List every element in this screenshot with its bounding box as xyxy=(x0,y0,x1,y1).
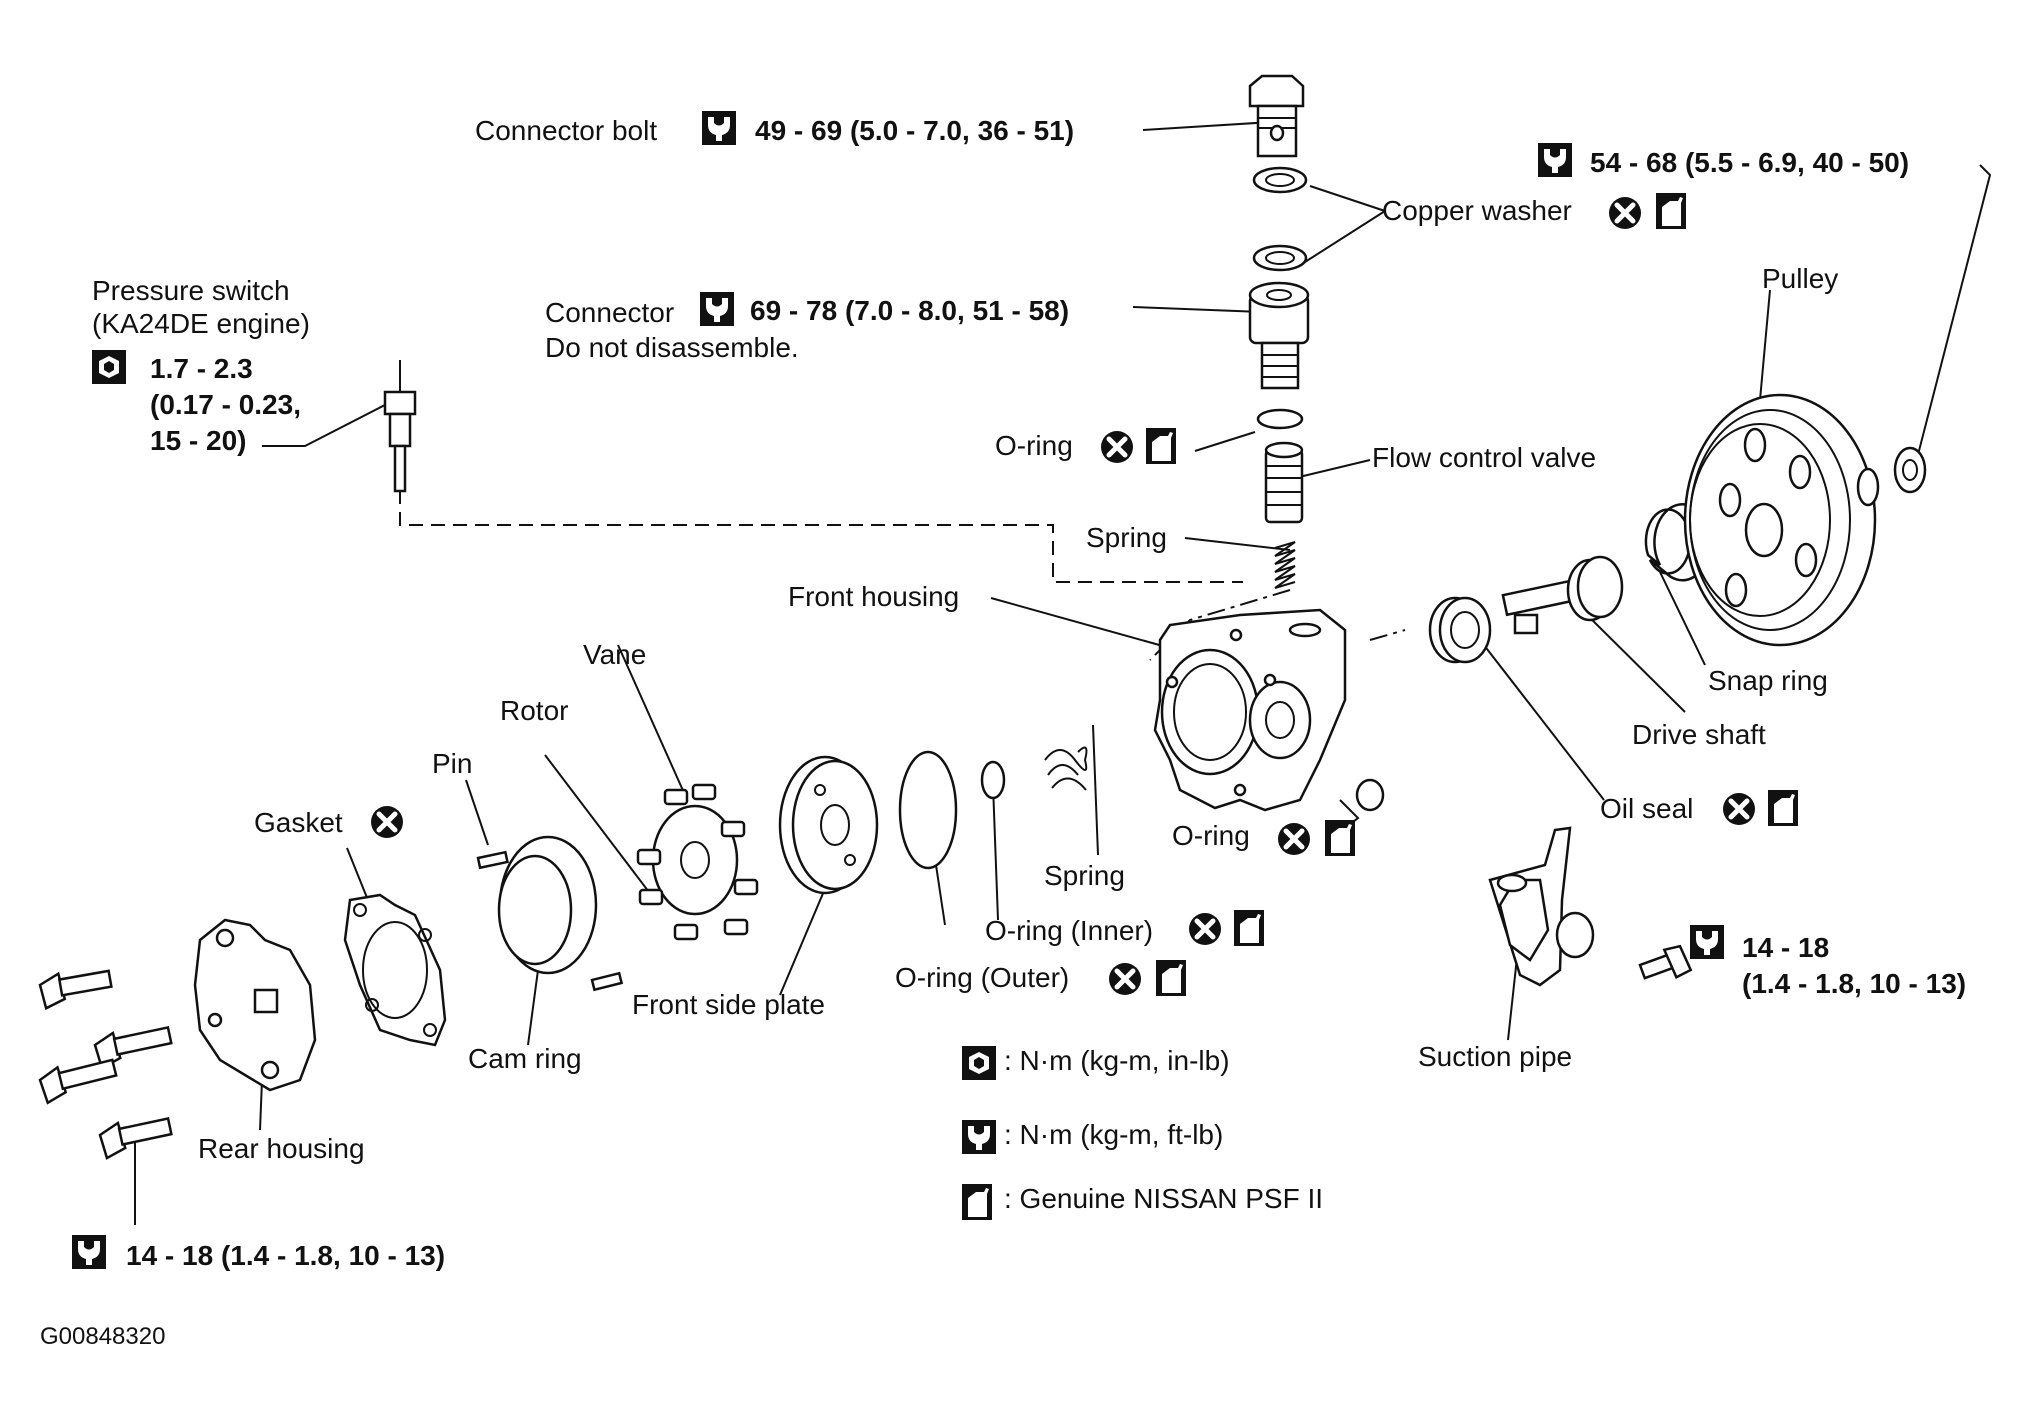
pressure-switch-label: Pressure switch xyxy=(92,275,290,306)
suction-pipe-label: Suction pipe xyxy=(1418,1041,1572,1072)
cam-ring-label: Cam ring xyxy=(468,1043,582,1074)
bolts-part xyxy=(38,969,173,1160)
pins-part xyxy=(476,850,624,992)
pressure-switch-part xyxy=(383,360,417,493)
front-side-plate-part xyxy=(778,755,879,895)
cam-ring-part xyxy=(497,835,598,975)
pulley-label: Pulley xyxy=(1762,263,1838,294)
connector-bolt-part xyxy=(1248,74,1305,158)
suction-pipe-part xyxy=(1488,826,1693,987)
socket-torque-icon xyxy=(962,1046,996,1080)
o-ring-outer-label: O-ring (Outer) xyxy=(895,962,1069,993)
replace-part-icon xyxy=(1278,823,1310,855)
rear-housing-part xyxy=(193,918,317,1092)
flow-control-valve-part xyxy=(1264,441,1304,524)
pressure-switch-torque-1: 1.7 - 2.3 xyxy=(150,353,253,384)
pulley-part xyxy=(1683,393,1877,647)
drive-shaft-label: Drive shaft xyxy=(1632,719,1766,750)
rear-bolt-torque: 14 - 18 (1.4 - 1.8, 10 - 13) xyxy=(126,1240,445,1271)
figure-code: G00848320 xyxy=(40,1323,165,1350)
fluid-can-icon xyxy=(1656,193,1686,229)
nut-torque: 54 - 68 (5.5 - 6.9, 40 - 50) xyxy=(1590,147,1909,178)
spring-top-label: Spring xyxy=(1086,522,1167,553)
front-housing-part xyxy=(1153,608,1347,812)
rotor-label: Rotor xyxy=(500,695,568,726)
torque-wrench-icon xyxy=(700,292,734,326)
fluid-can-icon xyxy=(962,1184,992,1220)
fluid-can-icon xyxy=(1234,910,1264,946)
pressure-switch-torque-3: 15 - 20) xyxy=(150,425,247,456)
replace-part-icon xyxy=(1189,913,1221,945)
fluid-can-icon xyxy=(1156,960,1186,996)
o-ring-top-part xyxy=(1256,408,1304,430)
oil-seal-label: Oil seal xyxy=(1600,793,1693,824)
pulley-nut-part xyxy=(1856,446,1927,507)
rear-housing-label: Rear housing xyxy=(198,1133,365,1164)
drive-shaft-part xyxy=(1501,555,1624,635)
copper-washer-label: Copper washer xyxy=(1382,195,1572,226)
replace-part-icon xyxy=(1101,431,1133,463)
suction-torque-2: (1.4 - 1.8, 10 - 13) xyxy=(1742,968,1966,999)
rotor-part xyxy=(636,783,759,941)
fluid-can-icon xyxy=(1325,820,1355,856)
legend-item-ftlb: : N·m (kg-m, ft-lb) xyxy=(1004,1119,1223,1150)
torque-wrench-icon xyxy=(702,111,736,145)
spring-mid-part xyxy=(1044,746,1088,791)
connector-bolt-torque: 49 - 69 (5.0 - 7.0, 36 - 51) xyxy=(755,115,1074,146)
replace-part-icon xyxy=(1109,963,1141,995)
connector-torque: 69 - 78 (7.0 - 8.0, 51 - 58) xyxy=(750,295,1069,326)
legend: : N·m (kg-m, in-lb) : N·m (kg-m, ft-lb) … xyxy=(962,1045,1323,1220)
o-ring-mid-part xyxy=(1355,778,1385,812)
spring-mid-label: Spring xyxy=(1044,860,1125,891)
pressure-switch-torque-2: (0.17 - 0.23, xyxy=(150,389,301,420)
connector-part xyxy=(1248,281,1310,390)
o-ring-top-label: O-ring xyxy=(995,430,1073,461)
copper-washers-part xyxy=(1252,166,1308,272)
spring-top-part xyxy=(1274,541,1296,589)
gasket-part xyxy=(343,893,447,1047)
socket-torque-icon xyxy=(92,350,126,384)
gasket-label: Gasket xyxy=(254,807,343,838)
fluid-can-icon xyxy=(1146,428,1176,464)
front-side-plate-label: Front side plate xyxy=(632,989,825,1020)
replace-part-icon xyxy=(1609,197,1641,229)
o-ring-mid-label: O-ring xyxy=(1172,820,1250,851)
vane-label: Vane xyxy=(583,639,646,670)
torque-wrench-icon xyxy=(1690,925,1724,959)
o-ring-inner-part xyxy=(980,760,1006,800)
fluid-can-icon xyxy=(1768,790,1798,826)
replace-part-icon xyxy=(1723,793,1755,825)
front-housing-label: Front housing xyxy=(788,581,959,612)
o-ring-inner-label: O-ring (Inner) xyxy=(985,915,1153,946)
oil-seal-part xyxy=(1428,596,1492,664)
snap-ring-label: Snap ring xyxy=(1708,665,1828,696)
torque-wrench-icon xyxy=(1538,143,1572,177)
do-not-disassemble-note: Do not disassemble. xyxy=(545,332,799,363)
connector-label: Connector xyxy=(545,297,674,328)
replace-part-icon xyxy=(371,806,403,838)
torque-wrench-icon xyxy=(72,1235,106,1269)
flow-control-valve-label: Flow control valve xyxy=(1372,442,1596,473)
legend-item-fluid: : Genuine NISSAN PSF II xyxy=(1004,1183,1323,1214)
pressure-switch-engine: (KA24DE engine) xyxy=(92,308,310,339)
torque-wrench-icon xyxy=(962,1120,996,1154)
legend-item-inlb: : N·m (kg-m, in-lb) xyxy=(1004,1045,1230,1076)
connector-bolt-label: Connector bolt xyxy=(475,115,657,146)
pin-label: Pin xyxy=(432,748,472,779)
o-ring-outer-part xyxy=(898,750,958,870)
suction-torque-1: 14 - 18 xyxy=(1742,932,1829,963)
